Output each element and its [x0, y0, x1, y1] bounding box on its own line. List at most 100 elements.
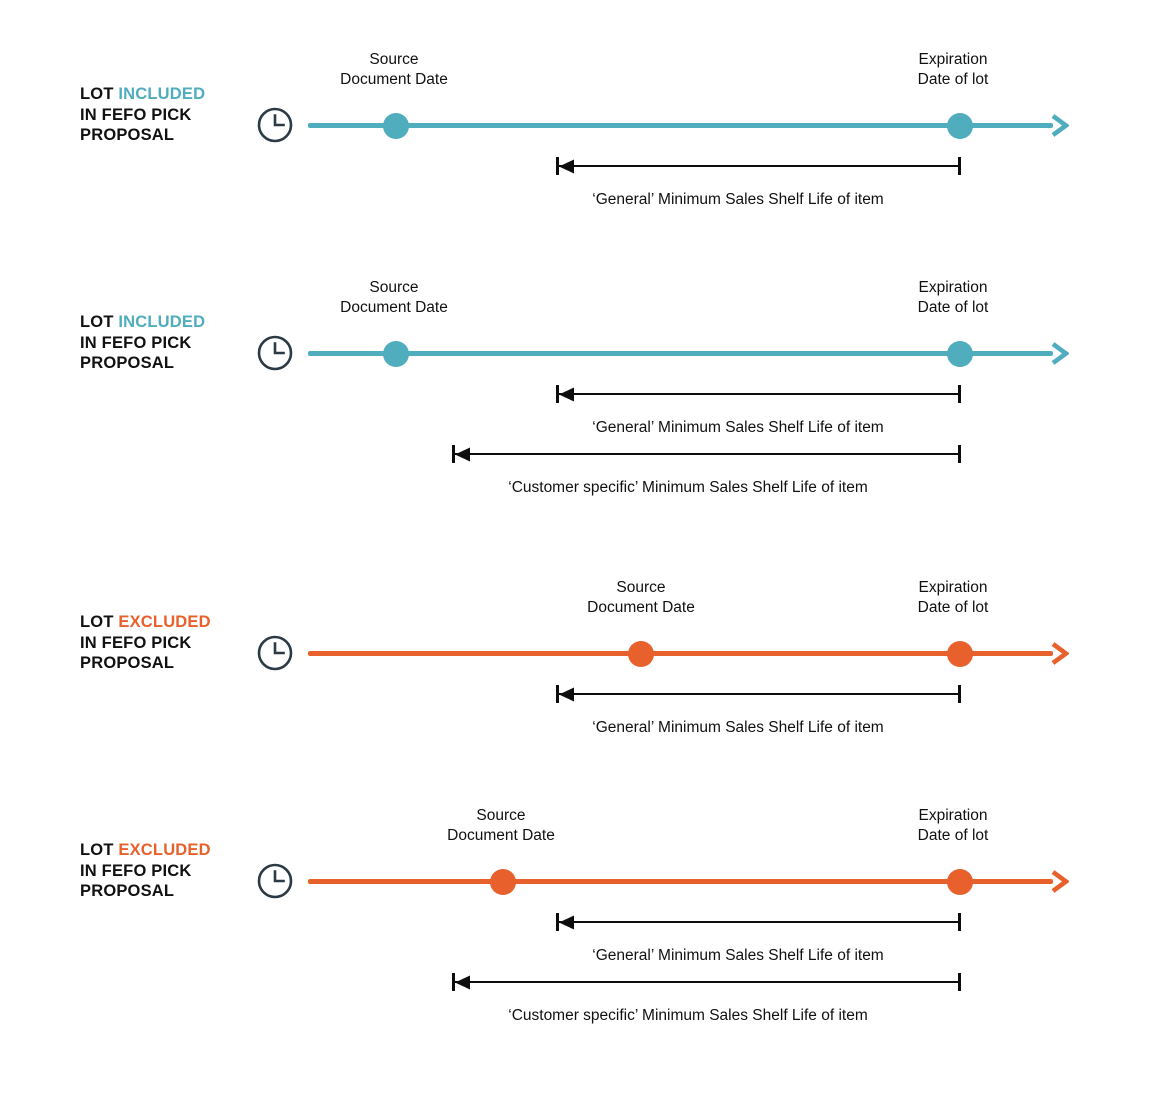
group-3-source-date-label: Source Document Date [587, 578, 695, 618]
fefo-group-2: LOT INCLUDED IN FEFO PICK PROPOSAL Sourc… [0, 228, 1152, 518]
measure-right-tick [958, 685, 961, 703]
source-document-date-dot [383, 340, 409, 367]
group-1-timeline [308, 112, 1069, 139]
measure-left-arrowhead-icon [454, 974, 471, 991]
measure-right-tick [958, 445, 961, 463]
measure-line [556, 693, 961, 696]
group-3-general-shelf-life-caption: ‘General’ Minimum Sales Shelf Life of it… [592, 719, 884, 736]
expiration-date-dot [947, 868, 973, 895]
source-label-line2: Document Date [340, 299, 448, 316]
group-4-general-shelf-life-caption: ‘General’ Minimum Sales Shelf Life of it… [592, 947, 884, 964]
source-document-date-dot [490, 868, 516, 895]
group-1-caption-word: LOT [80, 85, 114, 103]
group-1-caption-line3: PROPOSAL [80, 126, 175, 144]
group-4-general-shelf-life-bar [556, 912, 961, 932]
group-4-source-date-label: Source Document Date [447, 806, 555, 846]
measure-line [556, 393, 961, 396]
group-4-timeline [308, 868, 1069, 895]
measure-line [556, 921, 961, 924]
timeline-line [308, 351, 1053, 356]
group-1-caption-highlight: INCLUDED [118, 85, 206, 103]
measure-left-arrowhead-icon [558, 386, 575, 403]
expiration-date-dot [947, 112, 973, 139]
group-1-caption-line2: IN FEFO PICK [80, 105, 192, 124]
clock-icon [256, 634, 294, 672]
group-1-status-caption: LOT INCLUDED IN FEFO PICK PROPOSAL [80, 84, 280, 146]
group-3-caption-highlight: EXCLUDED [118, 613, 211, 631]
group-2-source-date-label: Source Document Date [340, 278, 448, 318]
expiration-label-line1: Expiration [918, 51, 988, 68]
expiration-label-line2: Date of lot [917, 299, 989, 316]
measure-left-tick [556, 685, 559, 703]
group-4-customer-shelf-life-bar [452, 972, 961, 992]
group-1-expiration-date-label: Expiration Date of lot [918, 50, 989, 90]
clock-icon [256, 334, 294, 372]
measure-left-arrowhead-icon [558, 686, 575, 703]
expiration-label-line2: Date of lot [917, 71, 989, 88]
measure-left-tick [556, 157, 559, 175]
group-1-general-shelf-life-caption: ‘General’ Minimum Sales Shelf Life of it… [592, 191, 884, 208]
group-2-general-shelf-life-bar [556, 384, 961, 404]
measure-line [452, 453, 961, 456]
source-label-line1: Source [369, 51, 419, 68]
group-4-customer-shelf-life-caption: ‘Customer specific’ Minimum Sales Shelf … [508, 1007, 868, 1024]
timeline-line [308, 651, 1053, 656]
measure-right-tick [958, 973, 961, 991]
expiration-label-line1: Expiration [918, 807, 988, 824]
measure-line [556, 165, 961, 168]
expiration-date-dot [947, 640, 973, 667]
source-label-line2: Document Date [340, 71, 448, 88]
measure-left-arrowhead-icon [558, 914, 575, 931]
expiration-label-line1: Expiration [918, 579, 988, 596]
group-4-caption-word: LOT [80, 841, 114, 859]
measure-left-arrowhead-icon [558, 158, 575, 175]
measure-right-tick [958, 157, 961, 175]
group-4-caption-line2: IN FEFO PICK [80, 861, 192, 880]
measure-right-tick [958, 385, 961, 403]
source-label-line1: Source [476, 807, 526, 824]
group-2-timeline [308, 340, 1069, 367]
fefo-group-1: LOT INCLUDED IN FEFO PICK PROPOSAL Sourc… [0, 0, 1152, 250]
fefo-group-3: LOT EXCLUDED IN FEFO PICK PROPOSAL Sourc… [0, 528, 1152, 778]
source-label-line2: Document Date [447, 827, 555, 844]
measure-left-tick [556, 385, 559, 403]
group-3-timeline [308, 640, 1069, 667]
timeline-line [308, 879, 1053, 884]
group-4-caption-highlight: EXCLUDED [118, 841, 211, 859]
measure-left-tick [452, 445, 455, 463]
measure-left-tick [452, 973, 455, 991]
expiration-date-dot [947, 340, 973, 367]
group-3-caption-line3: PROPOSAL [80, 654, 175, 672]
source-document-date-dot [383, 112, 409, 139]
group-3-caption-word: LOT [80, 613, 114, 631]
clock-icon [256, 106, 294, 144]
group-2-caption-line2: IN FEFO PICK [80, 333, 192, 352]
group-2-caption-highlight: INCLUDED [118, 313, 206, 331]
fefo-group-4: LOT EXCLUDED IN FEFO PICK PROPOSAL Sourc… [0, 756, 1152, 1046]
expiration-label-line2: Date of lot [917, 827, 989, 844]
expiration-label-line1: Expiration [918, 279, 988, 296]
timeline-line [308, 123, 1053, 128]
group-2-general-shelf-life-caption: ‘General’ Minimum Sales Shelf Life of it… [592, 419, 884, 436]
group-3-caption-line2: IN FEFO PICK [80, 633, 192, 652]
measure-right-tick [958, 913, 961, 931]
group-4-expiration-date-label: Expiration Date of lot [918, 806, 989, 846]
expiration-label-line2: Date of lot [917, 599, 989, 616]
group-2-customer-shelf-life-caption: ‘Customer specific’ Minimum Sales Shelf … [508, 479, 868, 496]
group-3-status-caption: LOT EXCLUDED IN FEFO PICK PROPOSAL [80, 612, 280, 674]
source-label-line1: Source [616, 579, 666, 596]
group-3-expiration-date-label: Expiration Date of lot [918, 578, 989, 618]
group-4-caption-line3: PROPOSAL [80, 882, 175, 900]
group-2-caption-word: LOT [80, 313, 114, 331]
measure-line [452, 981, 961, 984]
clock-icon [256, 862, 294, 900]
source-label-line1: Source [369, 279, 419, 296]
source-label-line2: Document Date [587, 599, 695, 616]
measure-left-arrowhead-icon [454, 446, 471, 463]
group-2-expiration-date-label: Expiration Date of lot [918, 278, 989, 318]
group-2-customer-shelf-life-bar [452, 444, 961, 464]
group-3-general-shelf-life-bar [556, 684, 961, 704]
group-2-status-caption: LOT INCLUDED IN FEFO PICK PROPOSAL [80, 312, 280, 374]
measure-left-tick [556, 913, 559, 931]
